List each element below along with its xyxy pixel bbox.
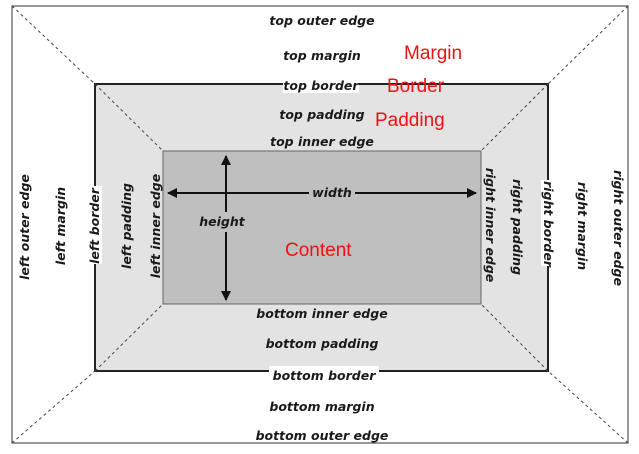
top-inner-edge-label: top inner edge: [270, 134, 374, 149]
bottom-border-label: bottom border: [273, 368, 377, 383]
bottom-outer-edge-label: bottom outer edge: [256, 428, 389, 443]
diagonal-top-left-inner: [94, 83, 164, 152]
right-border-label-gap: [541, 180, 555, 266]
right-border-label: right border: [541, 181, 556, 268]
right-inner-edge-label: right inner edge: [483, 168, 498, 283]
width-label-gap: [309, 184, 355, 202]
diagonal-top-left-outer: [11, 5, 96, 85]
width-label: width: [312, 185, 352, 200]
border-callout: Border: [387, 76, 445, 97]
right-padding-label: right padding: [510, 179, 525, 275]
diagonal-top-right-inner: [480, 83, 549, 152]
margin-callout: Margin: [404, 43, 462, 64]
left-inner-edge-label: left inner edge: [148, 174, 163, 278]
diagonal-bottom-left-inner: [94, 303, 164, 372]
bottom-inner-edge-label: bottom inner edge: [256, 306, 387, 321]
height-label-gap: [200, 212, 246, 232]
content-callout: Content: [285, 240, 352, 261]
right-margin-label: right margin: [575, 182, 590, 270]
top-margin-label: top margin: [283, 48, 361, 63]
padding-callout: Padding: [375, 110, 445, 131]
diagonal-top-right-outer: [547, 5, 629, 85]
top-border-label: top border: [283, 78, 359, 93]
height-label: height: [199, 214, 246, 229]
left-outer-edge-label: left outer edge: [17, 174, 32, 280]
left-border-label: left border: [87, 187, 102, 264]
bottom-margin-label: bottom margin: [269, 399, 374, 414]
diagonal-bottom-left-outer: [11, 370, 96, 444]
right-outer-edge-label: right outer edge: [611, 170, 626, 286]
left-margin-label: left margin: [53, 187, 68, 265]
top-border-label-gap: [283, 75, 359, 93]
left-border-label-gap: [88, 186, 102, 264]
left-padding-label: left padding: [119, 183, 134, 269]
bottom-border-label-gap: [269, 366, 379, 384]
top-outer-edge-label: top outer edge: [269, 13, 374, 28]
top-padding-label: top padding: [279, 107, 364, 122]
bottom-padding-label: bottom padding: [266, 336, 379, 351]
diagonal-bottom-right-inner: [480, 303, 549, 372]
